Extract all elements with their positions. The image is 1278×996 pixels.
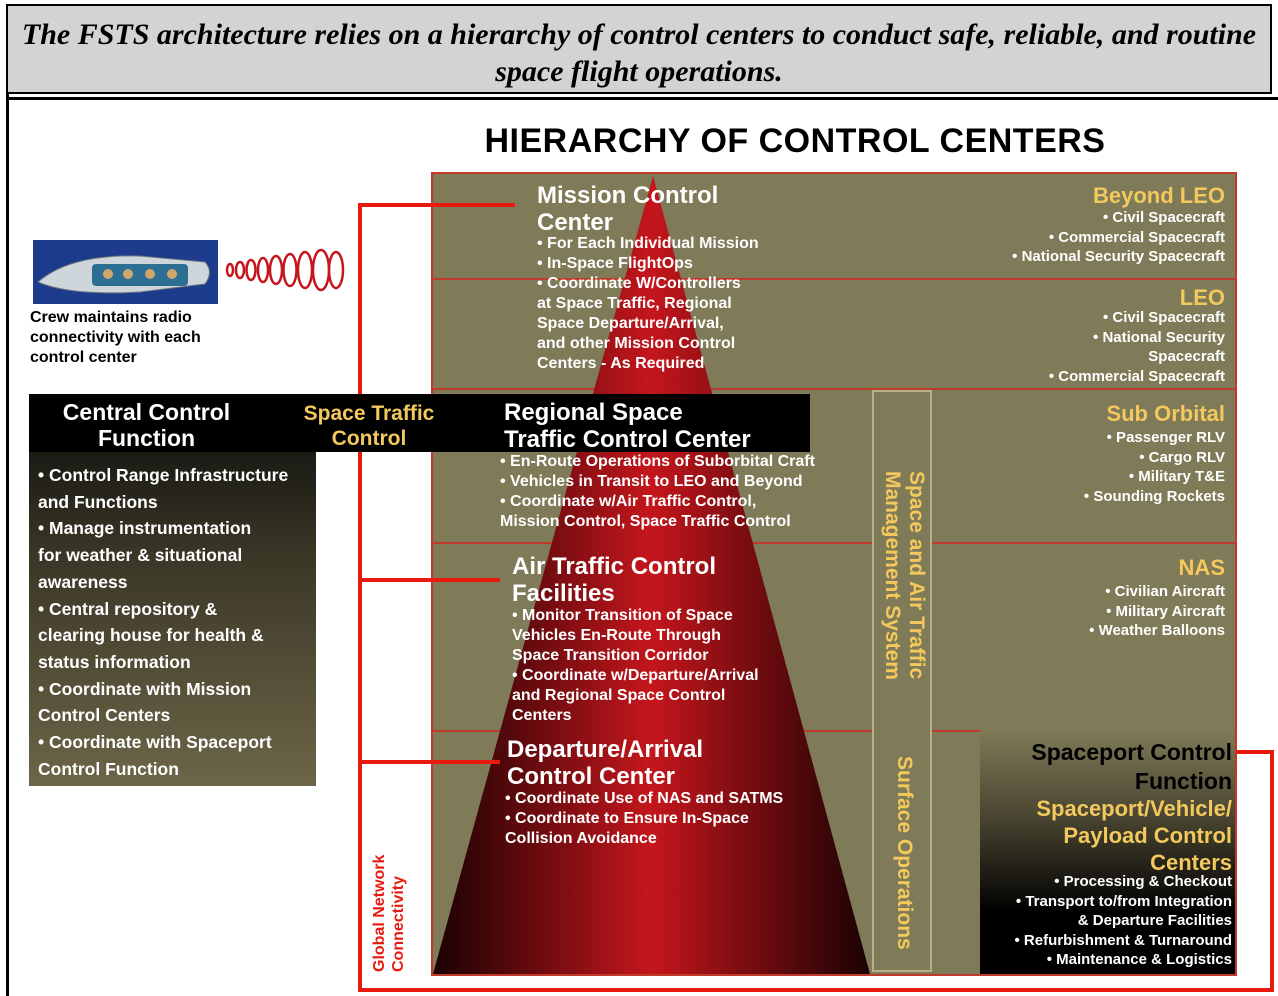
caption-text: The FSTS architecture relies on a hierar…	[21, 18, 1257, 88]
air-traffic-title: Air Traffic Control Facilities	[512, 553, 717, 607]
space-traffic-header	[264, 394, 810, 452]
satms-label: Space and Air Traffic Management System	[881, 470, 928, 680]
radio-waves-icon	[225, 248, 345, 292]
band-label: Sub Orbital	[1106, 401, 1225, 426]
spaceport-items: • Processing & Checkout • Transport to/f…	[1014, 873, 1232, 968]
global-network-label: Global Network Connectivity	[371, 854, 407, 972]
band-beyond-leo: Beyond LEO • Civil Spacecraft • Commerci…	[431, 172, 1237, 280]
band-items: • Civil Spacecraft • National Security S…	[1048, 309, 1225, 385]
control-pyramid	[433, 176, 870, 974]
band-items: • Civilian Aircraft • Military Aircraft …	[1089, 583, 1225, 639]
spaceport-panel	[980, 730, 1235, 974]
band-label: Beyond LEO	[1092, 183, 1225, 208]
central-control-items: • Control Range Infrastructure and Funct…	[38, 465, 289, 779]
band-items: • Civil Spacecraft • Commercial Spacecra…	[1012, 209, 1225, 265]
mission-control-items: • For Each Individual Mission • In-Space…	[537, 235, 759, 372]
crew-note: Crew maintains radio connectivity with e…	[30, 309, 201, 366]
central-control-title: Central Control Function	[62, 399, 231, 451]
caption-box	[6, 4, 1272, 94]
spacecraft-cutaway-image	[33, 240, 218, 304]
spaceport-subtitle: Spaceport/Vehicle/ Payload Control Cente…	[1036, 796, 1232, 875]
regional-center-items: • En-Route Operations of Suborbital Craf…	[500, 453, 815, 530]
departure-arrival-title: Departure/Arrival Control Center	[507, 736, 704, 790]
frame-left-edge	[6, 94, 9, 996]
network-connector-line	[358, 203, 1274, 992]
caption-divider	[6, 97, 1278, 100]
diagram-title: HIERARCHY OF CONTROL CENTERS	[484, 122, 1106, 160]
central-control-header	[29, 394, 264, 452]
band-label: LEO	[1179, 285, 1225, 310]
surface-operations-label: Surface Operations	[893, 756, 916, 950]
regional-center-title: Regional Space Traffic Control Center	[504, 399, 751, 453]
space-traffic-control-label: Space Traffic Control	[303, 402, 435, 450]
band-items: • Passenger RLV • Cargo RLV • Military T…	[1083, 429, 1225, 505]
satms-column	[872, 390, 932, 972]
air-traffic-items: • Monitor Transition of Space Vehicles E…	[512, 607, 759, 724]
mission-control-title: Mission Control Center	[537, 182, 719, 236]
central-control-panel	[29, 452, 316, 786]
departure-arrival-items: • Coordinate Use of NAS and SATMS • Coor…	[505, 790, 784, 847]
spaceport-title: Spaceport Control Function	[1031, 739, 1232, 794]
band-label: NAS	[1178, 555, 1225, 580]
